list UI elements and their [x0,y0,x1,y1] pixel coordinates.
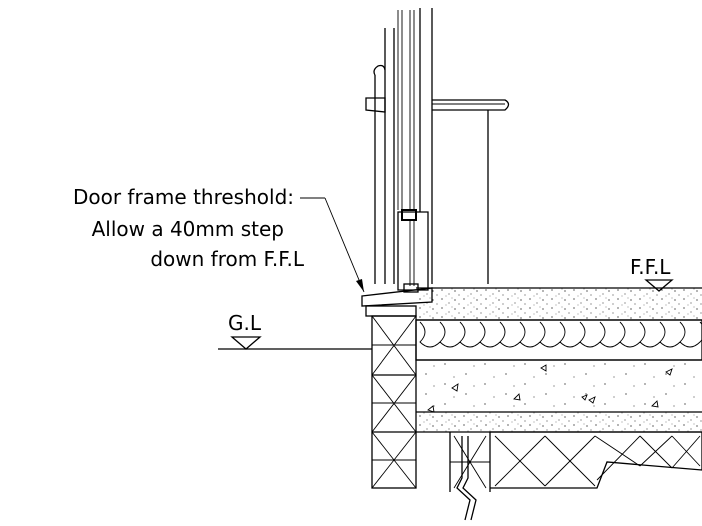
insulation-layer [415,319,702,361]
hardcore-sub-base [449,431,702,521]
ffl-label: F.F.L [630,255,671,279]
gl-label: G.L [228,311,262,335]
annotation-line-3: down from F.F.L [150,247,305,271]
blockwork-wall [371,315,417,489]
ffl-marker [644,279,674,292]
concrete-slab [416,359,702,413]
annotation-line-2: Allow a 40mm step [92,217,284,241]
blinding-layer [416,411,702,433]
floor-screed [416,287,702,321]
annotation-line-1: Door frame threshold: [73,185,294,209]
annotation-leader [300,197,365,293]
glazing-bead [397,209,429,291]
door-frame [365,8,510,284]
ground-line [218,336,372,350]
